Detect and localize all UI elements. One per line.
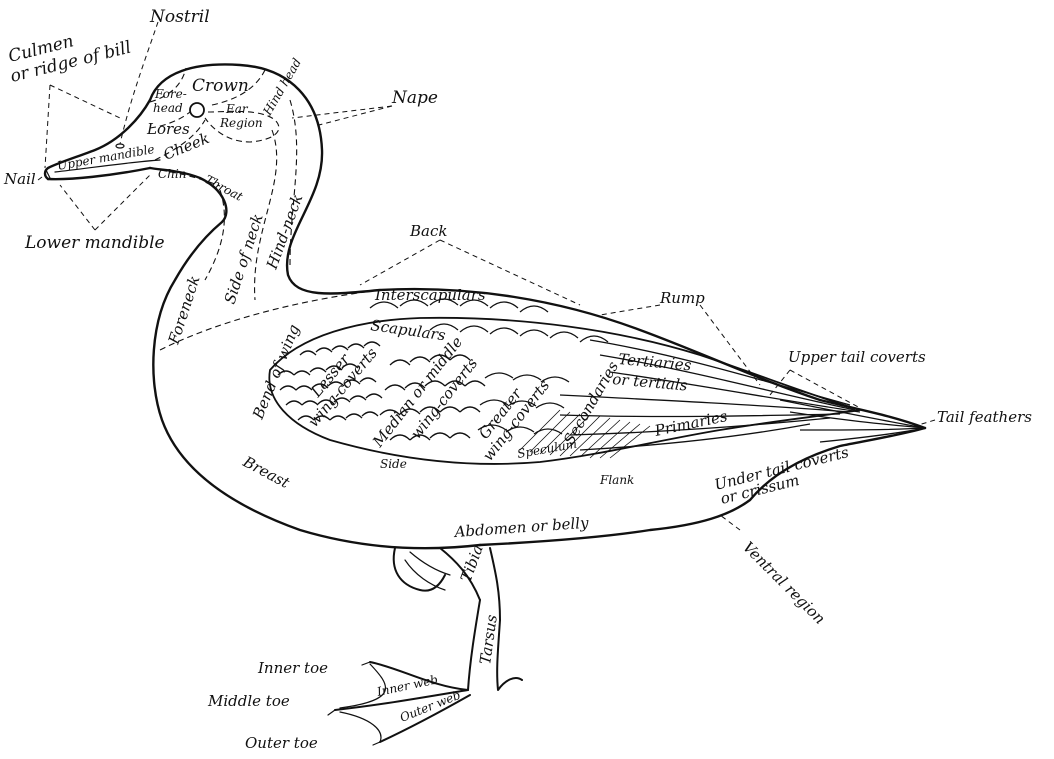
label-foreneck: Foreneck [164, 273, 203, 347]
label-ventral-region: Ventral region [739, 538, 829, 628]
labels: Nostril Culmen or ridge of bill Crown Fo… [3, 7, 1032, 752]
label-tail-feathers: Tail feathers [937, 408, 1032, 426]
label-forehead-line2: head [153, 101, 183, 115]
label-ear-region-line1: Ear [225, 102, 249, 116]
label-upper-tail-coverts: Upper tail coverts [788, 348, 926, 366]
label-upper-mandible: Upper mandible [56, 142, 155, 173]
label-crown: Crown [192, 76, 249, 96]
label-outer-web: Outer web [398, 688, 463, 725]
label-rump: Rump [659, 289, 705, 307]
label-tertiaries-line2: or tertials [612, 370, 689, 395]
label-tibia: Tibia [457, 542, 487, 584]
label-interscapulars: Interscapulars [374, 286, 486, 304]
label-back: Back [409, 222, 447, 240]
label-lower-mandible: Lower mandible [24, 233, 165, 253]
label-abdomen: Abdomen or belly [452, 514, 590, 541]
far-leg-toes [405, 552, 450, 590]
label-chin: Chin [158, 167, 186, 181]
label-outer-toe: Outer toe [245, 734, 318, 752]
label-middle-toe: Middle toe [207, 692, 290, 710]
nape-leader [292, 106, 392, 126]
label-flank: Flank [599, 473, 634, 487]
far-leg [394, 548, 445, 591]
label-lores: Lores [146, 120, 190, 138]
label-bend-of-wing: Bend of wing [249, 322, 304, 423]
label-ear-region-line2: Region [219, 116, 263, 130]
lower-mandible-leader [60, 175, 150, 230]
label-side: Side [380, 457, 407, 471]
label-side-of-neck: Side of neck [221, 212, 267, 307]
label-nail: Nail [3, 170, 36, 188]
toe-claws [328, 662, 380, 745]
label-inner-toe: Inner toe [257, 659, 328, 677]
label-nape: Nape [391, 88, 438, 108]
eye [190, 103, 204, 117]
label-forehead-line1: Fore- [154, 87, 187, 101]
label-nostril: Nostril [149, 7, 210, 27]
label-scapulars: Scapulars [369, 316, 447, 344]
upper-tail-coverts-leader [770, 370, 860, 408]
foot-web-outer [340, 712, 381, 742]
label-breast: Breast [239, 452, 293, 492]
label-inner-web: Inner web [375, 672, 439, 699]
ventral-region-leader [720, 515, 740, 530]
